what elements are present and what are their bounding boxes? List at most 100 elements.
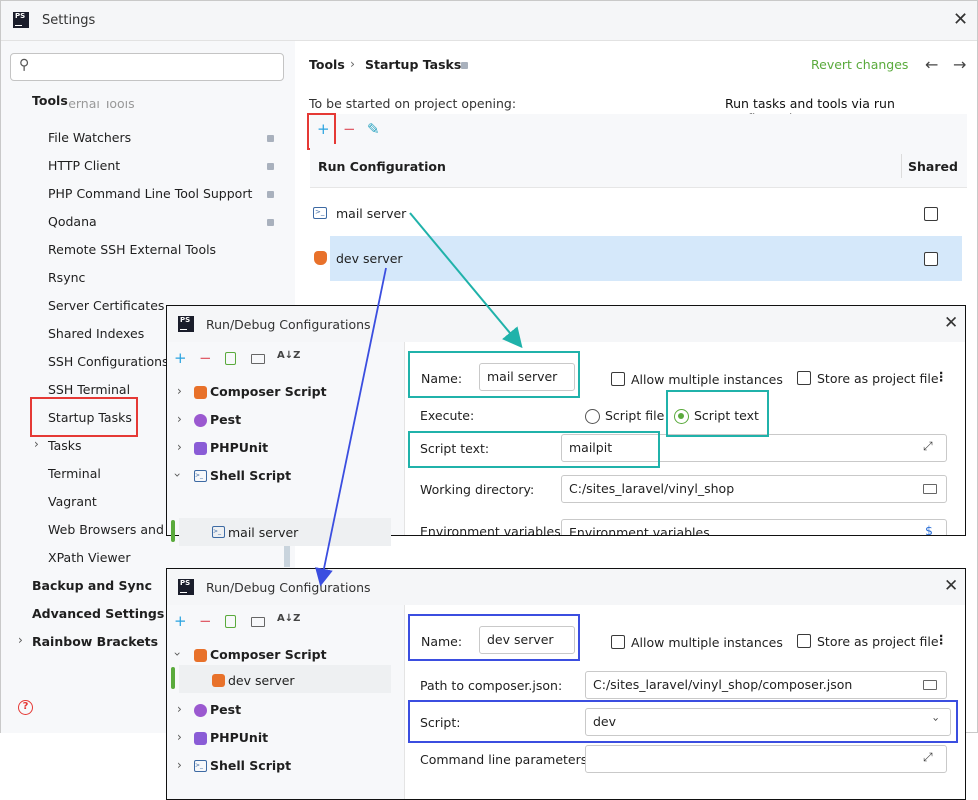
row-dev-server[interactable]: dev server [336,251,403,266]
remove-icon[interactable]: − [199,612,212,630]
folder-icon[interactable] [251,617,265,627]
remove-icon[interactable]: − [343,120,356,138]
sidebar-item-shared-indexes[interactable]: Shared Indexes [48,326,145,341]
composer-icon [194,649,207,662]
browse-folder-icon[interactable] [923,680,937,690]
composer-icon [212,674,225,687]
add-icon[interactable]: + [317,120,330,138]
script-text-radio[interactable] [674,409,689,424]
tree-shell-script[interactable]: Shell Script [210,468,292,483]
dollar-icon[interactable]: $ [925,523,933,535]
row-mail-server[interactable]: mail server [336,206,407,221]
environment-variables-label: Environment variables: [420,524,565,535]
sidebar-item-server-certificates[interactable]: Server Certificates [48,298,165,313]
sort-icon[interactable]: A↓Z [277,350,301,361]
tree-selected-bg [179,518,391,546]
store-project-checkbox[interactable] [797,371,811,385]
folder-icon[interactable] [251,354,265,364]
sidebar-item-ssh-configurations[interactable]: SSH Configurations [48,354,169,369]
close-icon[interactable]: ✕ [944,576,959,596]
sidebar-section-rainbow[interactable]: Rainbow Brackets [32,634,159,649]
add-icon[interactable]: + [174,349,187,367]
tree-phpunit[interactable]: PHPUnit [210,440,269,455]
close-icon[interactable]: ✕ [953,9,969,30]
command-line-field[interactable] [585,745,947,773]
allow-multiple-label: Allow multiple instances [631,372,783,387]
sidebar-item-php-cli[interactable]: PHP Command Line Tool Support [48,186,253,201]
sidebar-item-tasks[interactable]: Tasks [48,438,82,453]
breadcrumb-separator-icon: › [350,56,355,71]
sidebar-item-startup-tasks[interactable]: Startup Tasks [48,410,132,425]
sidebar-item-qodana[interactable]: Qodana [48,214,97,229]
chevron-right-icon[interactable]: › [177,730,182,744]
chevron-right-icon[interactable]: › [177,702,182,716]
tree-pest[interactable]: Pest [210,412,242,427]
sidebar-section-backup[interactable]: Backup and Sync [32,578,152,593]
name-field[interactable]: dev server [479,626,575,654]
copy-icon[interactable] [225,352,236,365]
name-field[interactable]: mail server [479,363,575,391]
copy-icon[interactable] [225,615,236,628]
tree-composer-script[interactable]: Composer Script [210,647,327,662]
breadcrumb-tools[interactable]: Tools [309,57,345,72]
sidebar-item-xpath-viewer[interactable]: XPath Viewer [48,550,131,565]
tree-pest[interactable]: Pest [210,702,242,717]
sidebar-item-terminal[interactable]: Terminal [48,466,101,481]
shared-checkbox[interactable] [924,207,938,221]
environment-variables-field[interactable]: Environment variables [561,519,947,535]
chevron-right-icon[interactable]: › [177,440,182,454]
shared-checkbox[interactable] [924,252,938,266]
tasks-toolbar [310,114,967,144]
more-options-icon[interactable]: ⋮ [935,632,948,647]
more-options-icon[interactable]: ⋮ [935,369,948,384]
settings-search-input[interactable]: ⚲ [10,53,284,81]
sidebar-section-advanced[interactable]: Advanced Settings [32,606,165,621]
script-text-option-label: Script text [694,408,759,423]
chevron-right-icon[interactable]: › [177,412,182,426]
dialog-title-bar: PS Run/Debug Configurations ✕ [167,569,965,605]
allow-multiple-checkbox[interactable] [611,635,625,649]
tree-phpunit[interactable]: PHPUnit [210,730,269,745]
edit-icon[interactable]: ✎ [367,120,380,138]
script-text-field[interactable]: mailpit [561,434,947,462]
column-run-configuration[interactable]: Run Configuration [318,159,446,174]
revert-changes-link[interactable]: Revert changes [811,57,909,72]
sidebar-item-external-tools[interactable]: External Tools [48,101,135,111]
tree-dev-server[interactable]: dev server [228,673,295,688]
add-icon[interactable]: + [174,612,187,630]
close-icon[interactable]: ✕ [944,313,959,333]
expand-icon[interactable]: ⤢ [923,750,933,764]
sidebar-section-tools[interactable]: Tools [32,90,68,112]
tree-shell-script[interactable]: Shell Script [210,758,292,773]
composer-json-field[interactable]: C:/sites_laravel/vinyl_shop/composer.jso… [585,671,947,699]
allow-multiple-checkbox[interactable] [611,372,625,386]
startup-label: To be started on project opening: [309,96,517,111]
remove-icon[interactable]: − [199,349,212,367]
tree-composer-script[interactable]: Composer Script [210,384,327,399]
column-shared[interactable]: Shared [908,159,958,174]
script-file-radio[interactable] [585,409,600,424]
back-arrow-icon[interactable]: ← [925,55,939,74]
sidebar-item-http-client[interactable]: HTTP Client [48,158,121,173]
sidebar-item-file-watchers[interactable]: File Watchers [48,130,132,145]
forward-arrow-icon[interactable]: → [953,55,967,74]
scrollbar[interactable] [284,541,290,567]
chevron-right-icon[interactable]: › [177,758,182,772]
sort-icon[interactable]: A↓Z [277,613,301,624]
store-project-checkbox[interactable] [797,634,811,648]
tree-mail-server[interactable]: mail server [228,525,299,540]
sidebar-item-ssh-terminal[interactable]: SSH Terminal [48,382,131,397]
browse-folder-icon[interactable] [923,484,937,494]
sidebar-item-rsync[interactable]: Rsync [48,270,86,285]
working-directory-field[interactable]: C:/sites_laravel/vinyl_shop [561,475,947,503]
help-icon[interactable]: ? [18,700,33,715]
chevron-right-icon[interactable]: › [18,633,23,647]
command-line-label: Command line parameters: [420,752,592,767]
search-icon: ⚲ [19,57,30,73]
chevron-right-icon[interactable]: › [34,437,39,451]
script-dropdown[interactable]: dev [585,708,951,736]
sidebar-item-vagrant[interactable]: Vagrant [48,494,97,509]
chevron-right-icon[interactable]: › [177,384,182,398]
sidebar-item-remote-ssh[interactable]: Remote SSH External Tools [48,242,217,257]
expand-icon[interactable]: ⤢ [923,439,933,453]
